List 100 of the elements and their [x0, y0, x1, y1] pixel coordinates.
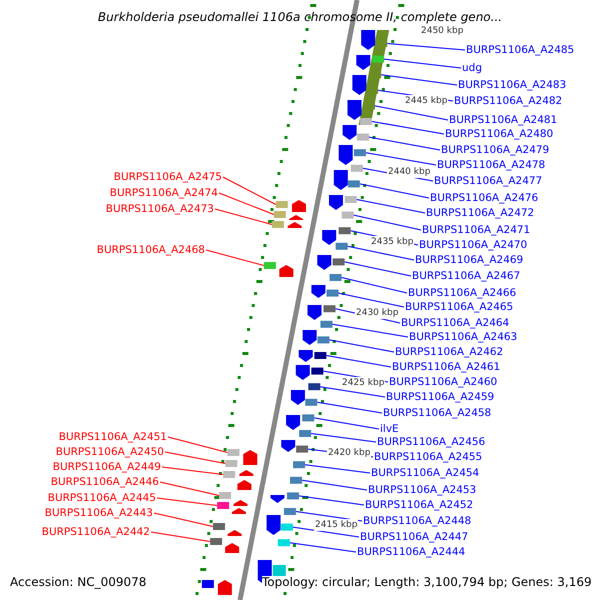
genome-summary-text: Topology: circular; Length: 3,100,794 bp; Genes: 3,169	[262, 576, 592, 588]
gene-label: BURPS1106A_A2481	[449, 114, 558, 126]
gene-label: BURPS1106A_A2482	[454, 95, 562, 107]
gene-feature	[274, 211, 286, 218]
gene-label: BURPS1106A_A2476	[430, 192, 538, 204]
title: Burkholderia pseudomallei 1106a chromosome II, complete geno...	[96, 11, 504, 23]
leader-line	[302, 480, 368, 490]
gene-feature	[314, 352, 326, 359]
leader-line	[168, 436, 228, 453]
leader-line	[380, 74, 458, 86]
gene-feature	[308, 383, 320, 390]
gene-label: BURPS1106A_A2465	[405, 301, 514, 313]
gene-label: BURPS1106A_A2467	[412, 270, 520, 282]
gene-label: BURPS1106A_A2478	[437, 159, 546, 171]
gene-label: BURPS1106A_A2470	[419, 239, 528, 251]
leader-line	[316, 402, 382, 414]
leader-line	[341, 277, 408, 294]
gene-feature	[284, 508, 296, 515]
leader-line	[338, 292, 404, 308]
gene-label: BURPS1106A_A2485	[466, 44, 574, 56]
gene-feature	[320, 320, 332, 328]
gene-label: BURPS1106A_A2444	[357, 546, 466, 558]
leader-line	[154, 512, 214, 527]
leader-line	[384, 58, 462, 68]
gene-label: BURPS1106A_A2464	[401, 317, 510, 329]
gene-feature	[227, 449, 240, 456]
leader-line	[164, 452, 226, 464]
gene-feature	[348, 180, 360, 188]
leader-line	[356, 199, 426, 214]
leader-line	[368, 136, 440, 150]
gene-label: BURPS1106A_A2471	[422, 224, 530, 236]
gene-feature	[344, 196, 357, 203]
gene-feature	[350, 164, 363, 172]
gene-label: BURPS1106A_A2447	[360, 531, 468, 543]
gene-label: BURPS1106A_A2475	[114, 171, 222, 183]
gene-feature	[330, 274, 342, 281]
gene-label: BURPS1106A_A2445	[48, 492, 156, 504]
leader-line	[386, 43, 466, 50]
leader-line	[292, 526, 360, 538]
scale-label: 2445 kbp	[404, 95, 448, 107]
gene-feature	[311, 368, 324, 375]
gene-label: BURPS1106A_A2474	[110, 187, 218, 199]
leader-line	[295, 511, 362, 522]
gene-feature	[296, 446, 308, 453]
gene-feature	[213, 523, 226, 530]
gene-label: BURPS1106A_A2463	[409, 331, 518, 343]
gene-label: BURPS1106A_A2472	[426, 207, 534, 219]
leader-line	[344, 261, 412, 276]
gene-label: udg	[462, 62, 482, 74]
gene-feature	[290, 476, 302, 484]
gene-label: BURPS1106A_A2446	[50, 476, 159, 488]
gene-feature	[264, 262, 276, 269]
gene-feature	[317, 336, 330, 344]
scale-label: 2425 kbp	[341, 377, 386, 389]
leader-line	[365, 152, 436, 166]
leader-line	[150, 532, 211, 542]
gene-feature	[278, 539, 290, 546]
gene-feature	[332, 258, 345, 266]
gene-feature	[356, 134, 369, 141]
gene-feature	[286, 492, 299, 500]
gene-label: BURPS1106A_A2480	[445, 128, 554, 140]
gene-feature	[323, 305, 336, 312]
gene-feature	[217, 502, 230, 509]
leader-line	[310, 433, 376, 442]
gene-label: BURPS1106A_A2452	[365, 499, 474, 511]
gene-label: BURPS1106A_A2466	[408, 287, 516, 299]
gene-feature	[305, 398, 318, 406]
gene-label: BURPS1106A_A2462	[395, 346, 504, 358]
gene-label: BURPS1106A_A2458	[383, 407, 492, 419]
gene-label: BURPS1106A_A2442	[42, 526, 150, 538]
gene-feature	[280, 524, 293, 531]
gene-feature	[354, 149, 366, 156]
gene-label: BURPS1106A_A2451	[58, 431, 167, 443]
gene-label: BURPS1106A_A2453	[368, 484, 476, 496]
scale-label: 2415 kbp	[314, 519, 358, 531]
gene-feature	[293, 461, 306, 468]
leader-line	[359, 183, 430, 198]
leader-line	[156, 498, 218, 506]
gene-label: BURPS1106A_A2473	[106, 203, 214, 215]
gene-feature	[299, 430, 312, 437]
gene-label: BURPS1106A_A2449	[52, 461, 161, 473]
gene-feature	[326, 290, 339, 297]
gene-feature	[272, 221, 284, 228]
gene-label: BURPS1106A_A2448	[363, 515, 472, 527]
leader-line	[372, 121, 444, 134]
gene-label: BURPS1106A_A2468	[96, 244, 205, 256]
gene-label: BURPS1106A_A2443	[44, 507, 153, 519]
leader-line	[320, 386, 386, 398]
gene-feature	[342, 212, 354, 219]
leader-line	[218, 192, 274, 215]
gene-feature	[225, 460, 238, 467]
gene-label: BURPS1106A_A2456	[377, 436, 486, 448]
leader-line	[326, 355, 392, 368]
leader-line	[289, 542, 356, 552]
leader-line	[374, 105, 448, 120]
gene-label: BURPS1106A_A2469	[415, 254, 524, 266]
leader-line	[298, 495, 364, 506]
gene-feature	[338, 227, 351, 234]
leader-line	[332, 324, 408, 338]
accession-text: Accession: NC_009078	[10, 576, 146, 588]
